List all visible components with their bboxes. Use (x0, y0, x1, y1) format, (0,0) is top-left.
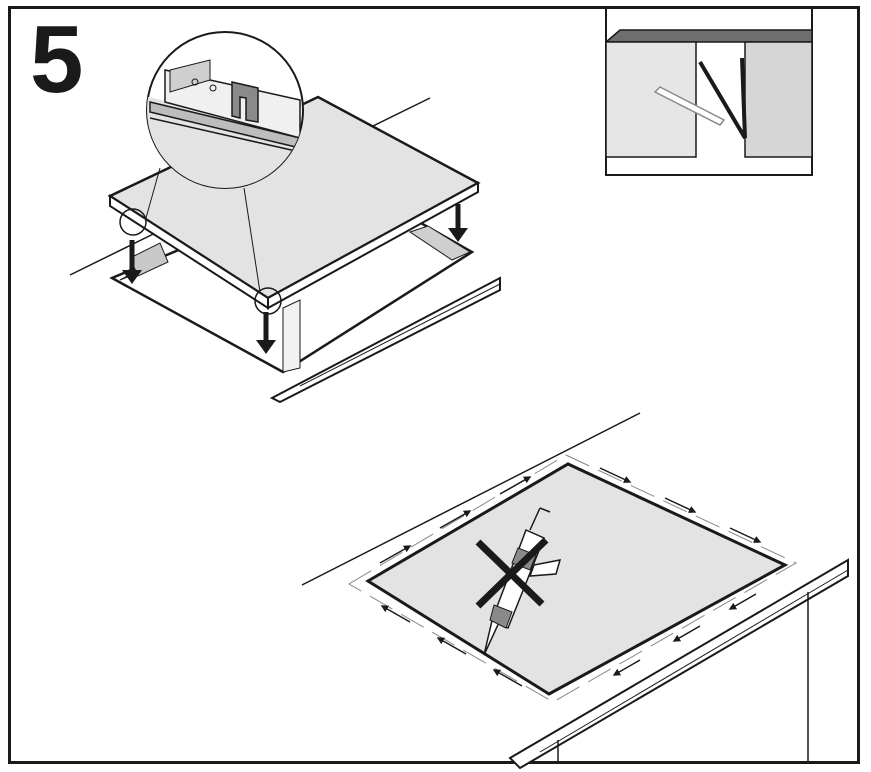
arrow-icon (380, 605, 411, 623)
worktop-edge-line (539, 569, 849, 753)
clip-zoom-detail (146, 31, 304, 189)
arrow-icon (728, 593, 757, 610)
arrow-icon (729, 527, 762, 543)
arrow-down-icon (448, 204, 468, 242)
clip-highlight (254, 287, 282, 315)
hob-side-edge (267, 181, 479, 310)
callout-line (243, 187, 261, 293)
worktop-back-edge (301, 412, 641, 586)
arrow-icon (499, 476, 532, 495)
arrow-down-icon (256, 312, 276, 354)
clip-highlight (119, 208, 147, 236)
step-number: 5 (30, 6, 83, 113)
arrow-down-icon (122, 240, 142, 284)
hob-lowering-illustration (69, 31, 501, 404)
cavity-wall (282, 299, 301, 373)
arrow-icon (379, 545, 412, 564)
arrow-icon (672, 625, 701, 642)
worktop-edge-line (299, 283, 501, 387)
seal-perimeter (348, 454, 798, 703)
arrow-icon (492, 669, 523, 687)
arrow-icon (439, 510, 472, 529)
arrow-icon (599, 467, 632, 483)
cross-out-icon (475, 537, 549, 609)
arrow-icon (436, 637, 467, 655)
cavity-side (408, 225, 472, 261)
arrow-icon (664, 497, 697, 513)
worktop-front-edge (508, 558, 849, 770)
hob-glass-top (365, 462, 789, 696)
clip-inset-detail (605, 7, 813, 176)
arrow-icon (612, 659, 641, 676)
callout-line (145, 167, 161, 219)
hob-sealing-illustration (301, 412, 849, 770)
